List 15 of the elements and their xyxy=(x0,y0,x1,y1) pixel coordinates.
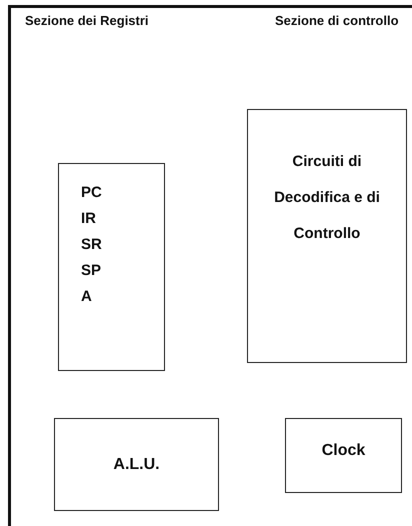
alu-box xyxy=(54,418,219,511)
clock-box xyxy=(285,418,402,493)
box-label: IR xyxy=(81,209,96,229)
box-label: A xyxy=(81,287,92,307)
section-heading: Sezione dei Registri xyxy=(25,12,150,30)
box-label: A.L.U. xyxy=(113,454,160,474)
outer-frame xyxy=(8,5,412,526)
box-label: SP xyxy=(81,261,102,281)
section-heading: Sezione di controllo xyxy=(275,12,400,30)
box-label: SR xyxy=(81,235,102,255)
box-label: PC xyxy=(81,183,102,203)
box-label: Clock xyxy=(322,441,366,461)
register-box xyxy=(58,163,165,371)
box-label: Circuiti di Decodifica e di Controllo xyxy=(273,152,381,244)
control-circuit-box xyxy=(247,109,407,363)
